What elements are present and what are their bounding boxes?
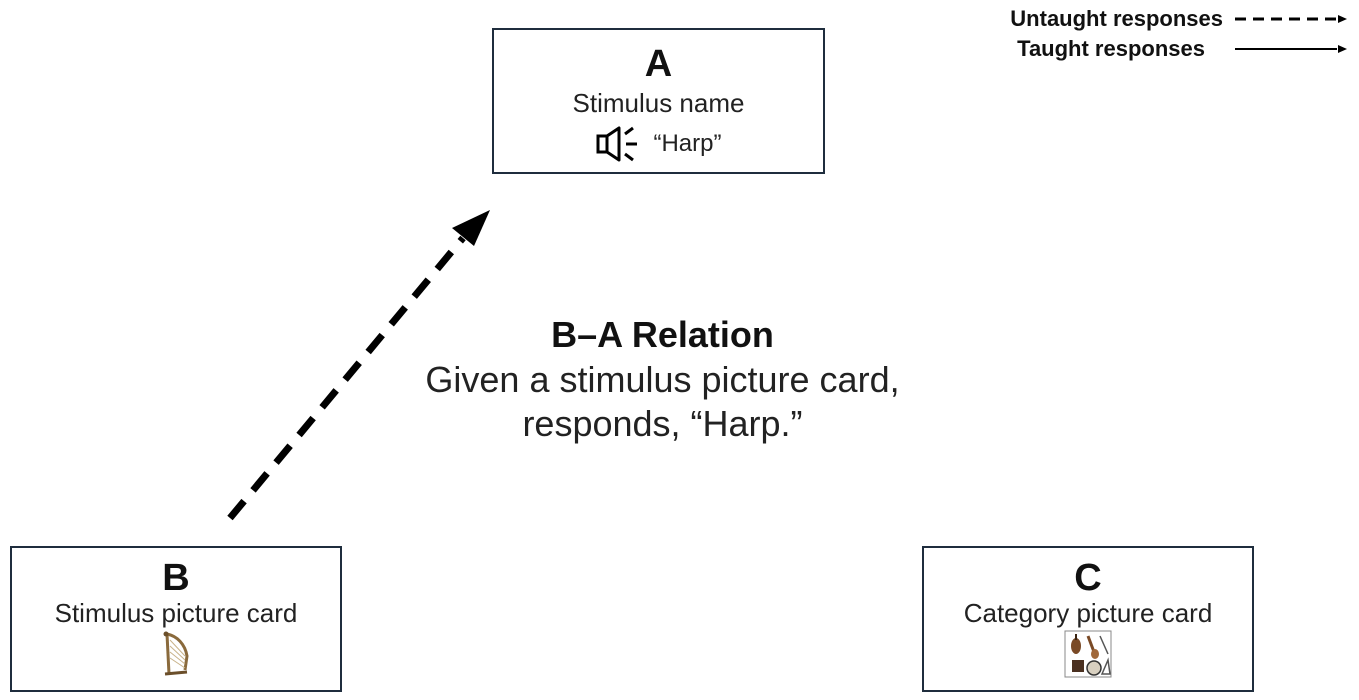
box-c-letter: C: [1074, 557, 1102, 599]
relation-title: B–A Relation: [551, 314, 774, 355]
box-b-label: Stimulus picture card: [54, 598, 298, 628]
untaught-arrow-b-to-a: [227, 235, 466, 521]
instruments-icon: [1064, 630, 1112, 678]
harp-icon: [163, 631, 189, 676]
legend-taught-label: Taught responses: [1017, 36, 1205, 61]
relation-line-1: Given a stimulus picture card,: [425, 359, 900, 400]
box-c-category-picture-card: C Category picture card: [922, 546, 1254, 692]
box-a-stimulus-name: A Stimulus name “Harp”: [492, 28, 825, 174]
dashed-arrow-icon: [1235, 15, 1347, 23]
legend-untaught-label: Untaught responses: [1010, 6, 1223, 31]
legend-taught: Taught responses: [969, 34, 1349, 64]
legend: Untaught responses Taught responses: [969, 4, 1349, 64]
spoken-word: “Harp”: [653, 130, 722, 157]
box-c-label: Category picture card: [963, 598, 1213, 628]
relation-description: B–A Relation Given a stimulus picture ca…: [390, 312, 935, 446]
solid-arrow-icon: [1235, 45, 1347, 53]
spoken-stimulus: “Harp”: [494, 124, 823, 164]
box-b-letter: B: [162, 557, 190, 599]
box-a-label: Stimulus name: [572, 88, 745, 118]
box-b-stimulus-picture-card: B Stimulus picture card: [10, 546, 342, 692]
legend-untaught: Untaught responses: [969, 4, 1349, 34]
relation-line-2: responds, “Harp.”: [522, 403, 803, 444]
arrowhead-b-to-a: [452, 210, 490, 246]
speaker-icon: [596, 126, 638, 162]
box-a-letter: A: [644, 43, 673, 85]
